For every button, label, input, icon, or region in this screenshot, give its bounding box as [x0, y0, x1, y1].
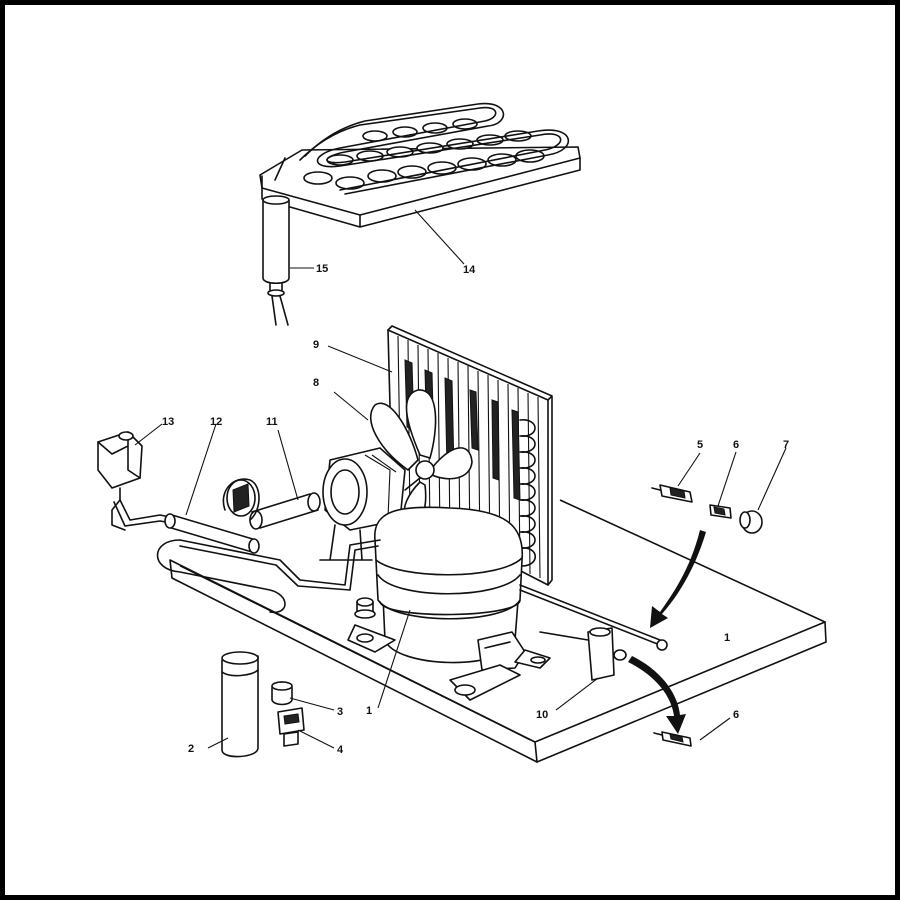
compressor	[347, 506, 551, 701]
valve-6-lower	[653, 731, 692, 747]
condenser-fan	[369, 389, 473, 525]
callout-1-base: 1	[724, 632, 730, 644]
leader-lines	[134, 209, 787, 749]
solenoid-valve	[97, 431, 143, 531]
mounting-bolt	[354, 597, 376, 619]
callout-5: 5	[697, 439, 703, 451]
callout-6: 6	[733, 439, 739, 451]
callout-2: 2	[188, 743, 194, 755]
callout-15: 15	[316, 263, 328, 275]
assembly-arrow-upper	[650, 530, 706, 628]
exploded-parts	[651, 484, 763, 747]
callout-12: 12	[210, 416, 222, 428]
callout-9: 9	[313, 339, 319, 351]
callout-7: 7	[783, 439, 789, 451]
callout-3: 3	[337, 706, 343, 718]
evaporator-coil	[299, 102, 569, 195]
callout-4: 4	[337, 744, 344, 756]
accessory-bottle	[221, 651, 259, 758]
fitting-5	[651, 484, 693, 503]
callout-1: 1	[366, 705, 372, 717]
callout-6-lower: 6	[733, 709, 739, 721]
cap-7	[739, 510, 763, 534]
fitting-part	[277, 707, 305, 747]
fan-motor	[319, 447, 421, 561]
filter-drier	[164, 513, 260, 554]
assembly-arrow-lower	[628, 656, 686, 734]
cap-part	[271, 681, 293, 706]
service-valve	[539, 627, 627, 681]
compressor-mounting-feet	[347, 624, 551, 701]
nut-6	[709, 504, 732, 519]
accumulator-15	[262, 157, 290, 326]
callouts: 1 1 2 3 4 5 6 6 7 8 9 10 11 12 13 14 15	[162, 263, 789, 756]
receiver-11	[222, 478, 321, 530]
callout-13: 13	[162, 416, 174, 428]
callout-8: 8	[313, 377, 319, 389]
callout-14: 14	[463, 264, 476, 276]
callout-10: 10	[536, 709, 548, 721]
condenser-coil-bends	[519, 419, 537, 567]
evaporator	[259, 102, 581, 326]
callout-11: 11	[266, 416, 278, 428]
